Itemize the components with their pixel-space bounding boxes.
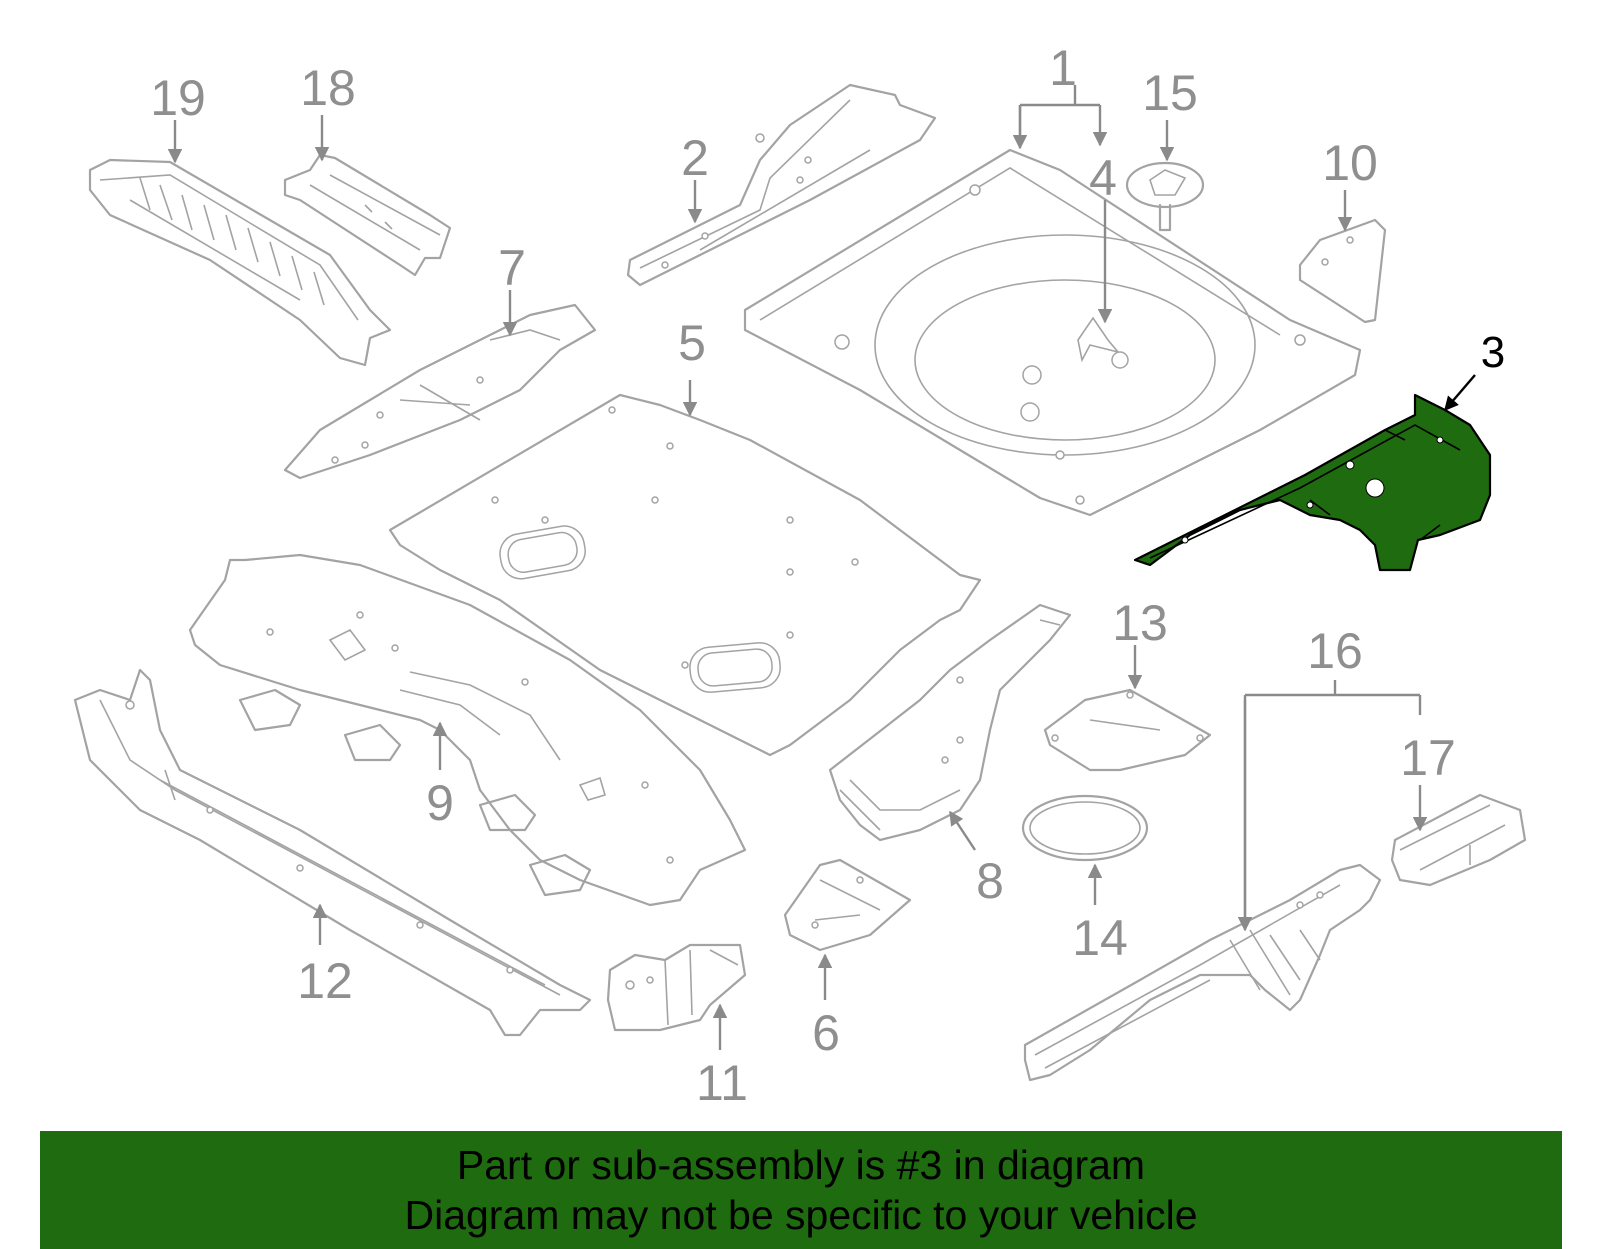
callout-9: 9: [426, 775, 454, 831]
callout-3: 3: [1481, 328, 1505, 377]
part-3-highlighted[interactable]: [1133, 393, 1492, 572]
part-17-extension[interactable]: [1390, 793, 1527, 887]
part-18-bracket[interactable]: [283, 153, 452, 277]
callout-11: 11: [696, 1055, 748, 1111]
leader-lines: [167, 85, 1476, 1050]
callout-17: 17: [1400, 730, 1456, 786]
callout-6: 6: [812, 1005, 840, 1061]
part-11-mount-bracket[interactable]: [606, 943, 747, 1032]
callout-18: 18: [300, 60, 356, 116]
part-7-crossmember[interactable]: [283, 303, 597, 480]
callout-7: 7: [498, 240, 526, 296]
part-6-gusset[interactable]: [783, 858, 912, 952]
callout-5: 5: [678, 315, 706, 371]
part-15-spare-tire-clamp[interactable]: [1125, 161, 1205, 232]
callout-labels: 1 2 3 4 5 6 7 8 9 10 11 12 13 14 15 16 1…: [150, 40, 1505, 1111]
part-16-side-member-assembly[interactable]: [1023, 863, 1382, 1082]
callout-13: 13: [1112, 595, 1168, 651]
parts-diagram: 1 2 3 4 5 6 7 8 9 10 11 12 13 14 15 16 1…: [73, 40, 1527, 1111]
part-19-side-member[interactable]: [88, 158, 392, 367]
callout-2: 2: [681, 130, 709, 186]
part-8-wheelhouse-member[interactable]: [828, 603, 1072, 842]
banner-line-2: Diagram may not be specific to your vehi…: [404, 1192, 1198, 1238]
part-1-rear-floor-pan[interactable]: [743, 148, 1362, 517]
part-13-plate[interactable]: [1043, 688, 1212, 772]
callout-16: 16: [1307, 623, 1363, 679]
callout-12: 12: [297, 953, 353, 1009]
callout-4: 4: [1089, 150, 1117, 206]
part-12-long-member[interactable]: [73, 668, 592, 1037]
callout-19: 19: [150, 70, 206, 126]
banner-line-1: Part or sub-assembly is #3 in diagram: [456, 1142, 1146, 1188]
part-9-floor-reinforcement[interactable]: [188, 553, 747, 907]
callout-15: 15: [1142, 65, 1198, 121]
part-5-floor-panel[interactable]: [388, 393, 982, 757]
callout-14: 14: [1072, 910, 1128, 966]
part-10-gusset[interactable]: [1298, 218, 1387, 324]
callout-8: 8: [976, 853, 1004, 909]
callout-1: 1: [1049, 40, 1077, 96]
part-2-rail[interactable]: [626, 83, 937, 287]
info-banner: Part or sub-assembly is #3 in diagram Di…: [40, 1131, 1562, 1249]
part-14-grommet[interactable]: [1021, 794, 1149, 862]
callout-10: 10: [1322, 135, 1378, 191]
